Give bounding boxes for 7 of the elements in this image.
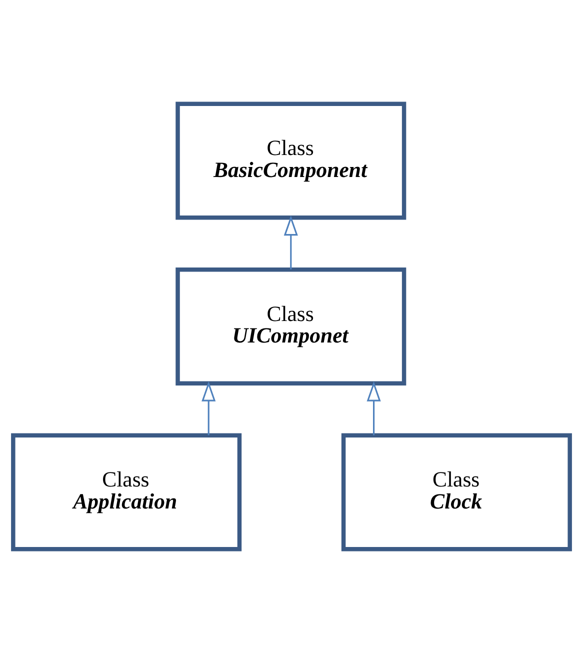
arrow: [284, 215, 298, 270]
node-box: Class Clock: [341, 433, 572, 552]
node-box: Class UIComponet: [176, 268, 406, 386]
arrow: [202, 381, 216, 436]
node-box: Class Application: [11, 433, 242, 552]
node-box: Class BasicComponent: [176, 102, 406, 220]
arrow: [366, 381, 381, 436]
